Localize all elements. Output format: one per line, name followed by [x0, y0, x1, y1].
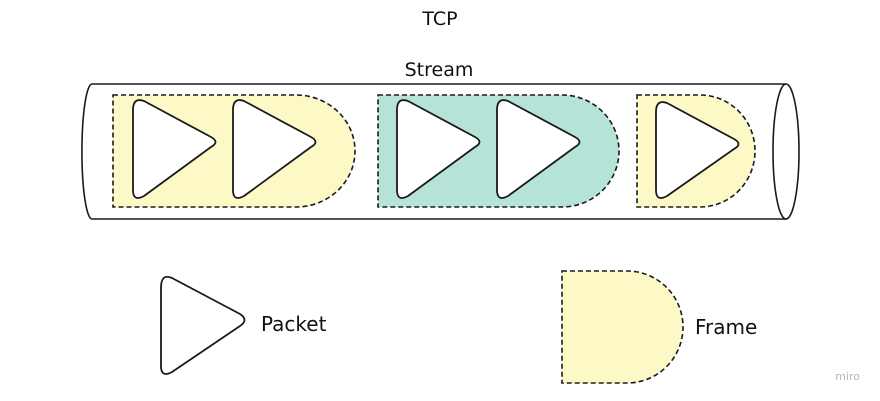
stream-label: Stream — [405, 59, 474, 81]
packet-2 — [232, 99, 317, 199]
packet-4 — [496, 99, 581, 199]
legend-frame-label: Frame — [695, 315, 757, 339]
frame-1 — [112, 94, 356, 208]
legend-packet-icon — [160, 275, 246, 375]
frame-3 — [636, 94, 756, 208]
legend-packet: Packet — [160, 275, 327, 375]
legend-packet-label: Packet — [261, 312, 327, 336]
legend-frame-icon — [561, 270, 684, 384]
packet-1 — [132, 99, 217, 199]
frame-2 — [377, 94, 620, 208]
diagram-title: TCP — [421, 8, 457, 30]
packet-5 — [655, 101, 740, 199]
packet-3 — [396, 99, 481, 199]
legend-frame: Frame — [561, 270, 757, 384]
miro-watermark: miro — [835, 370, 860, 383]
stream-pipe-end — [772, 83, 800, 220]
